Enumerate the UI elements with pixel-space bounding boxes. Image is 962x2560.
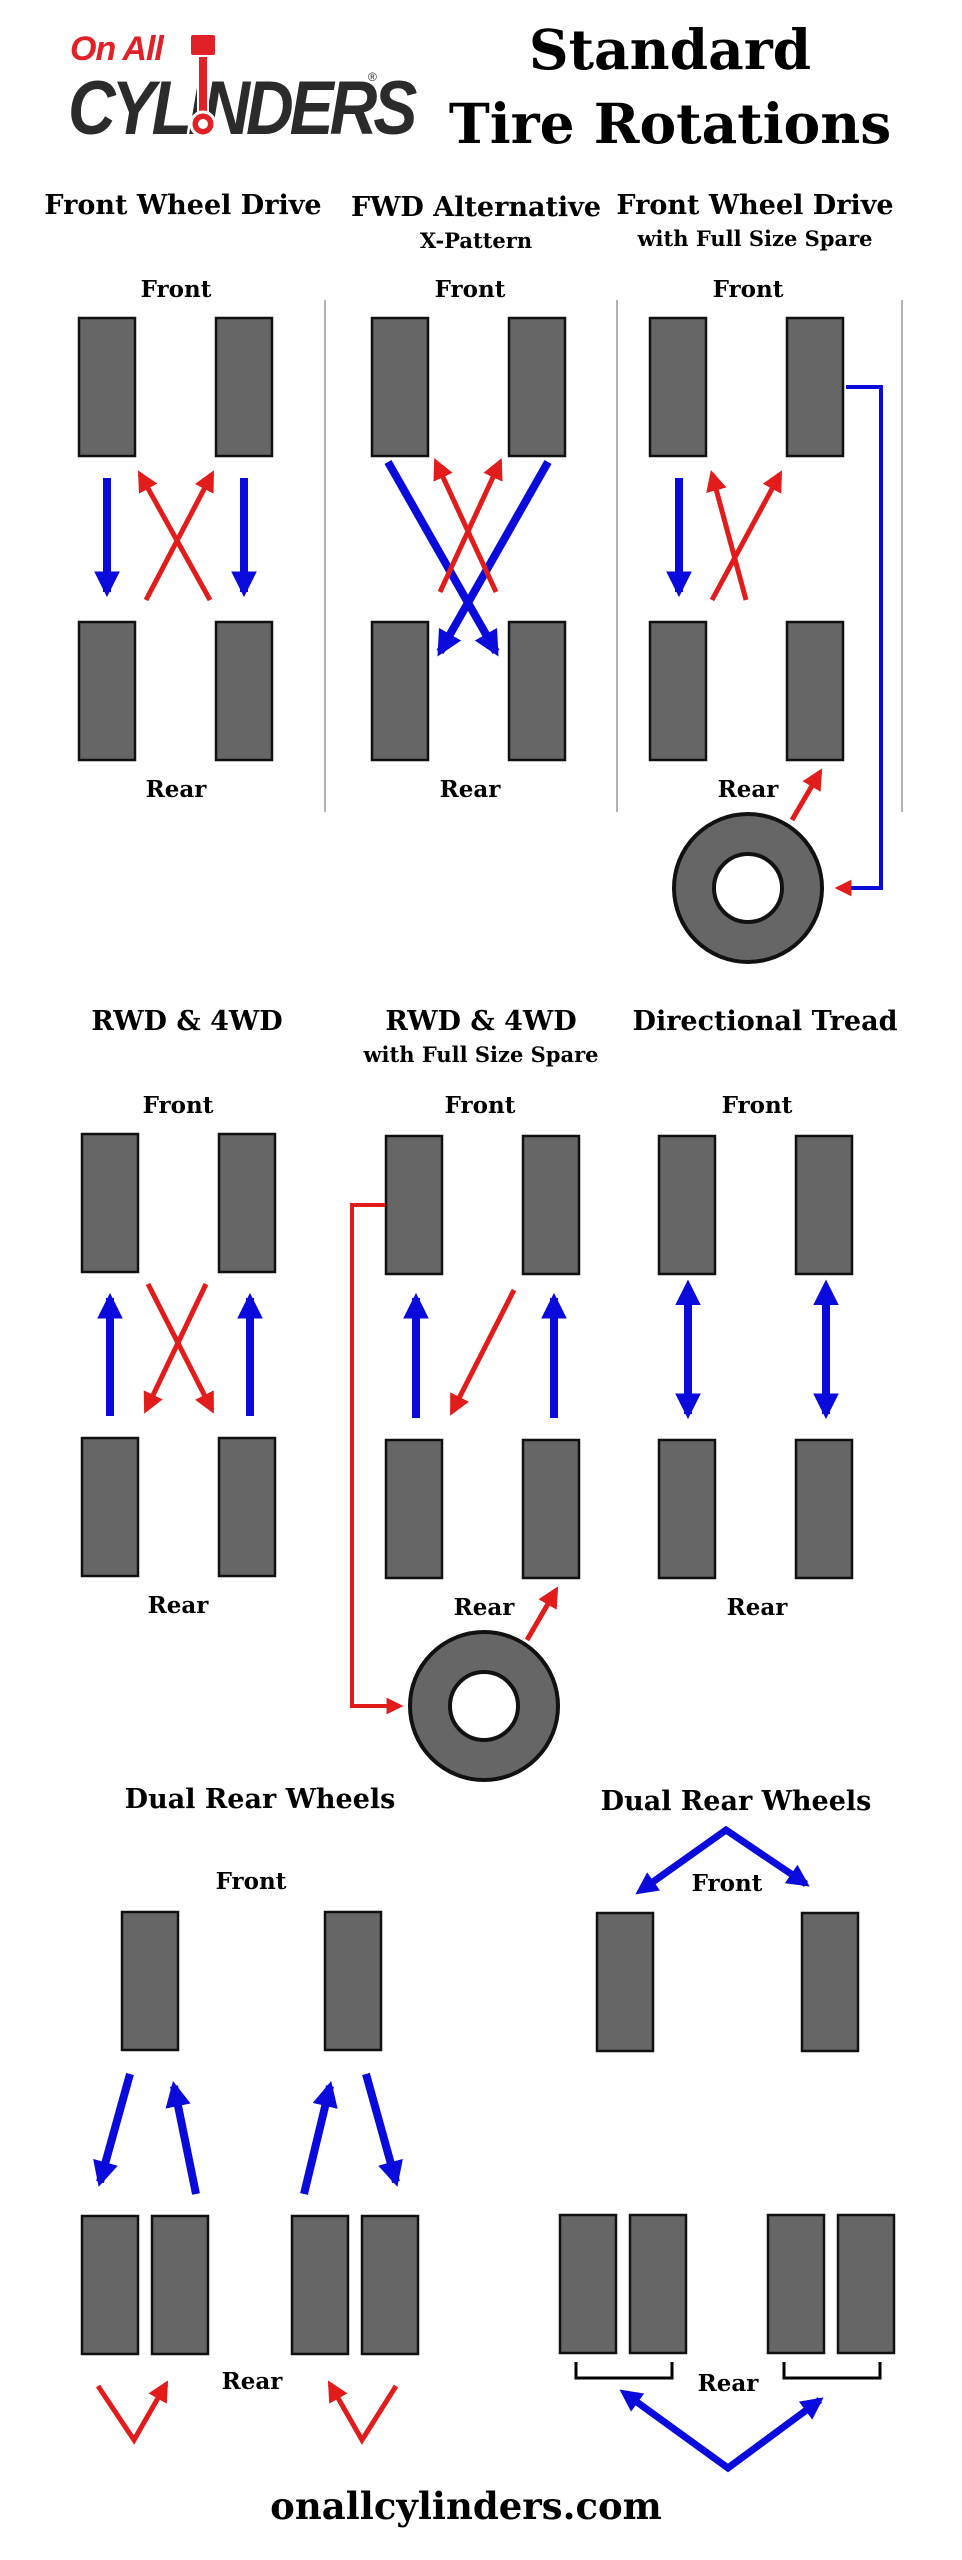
dual2-tire-rear-left-inner [628, 2213, 688, 2355]
piston-icon [189, 33, 217, 138]
dual1-tire-front-right [323, 1910, 383, 2052]
dir-tire-rear-left [657, 1438, 717, 1580]
spare-tire-icon-hub [448, 1670, 520, 1742]
fwd-tire-front-right [214, 316, 274, 458]
dual2-tire-rear-right-outer [836, 2213, 896, 2355]
fwd-spare-subtitle: with Full Size Spare [637, 226, 873, 251]
fwdalt-tire-rear-right [507, 620, 567, 762]
rwd-tire-front-left [80, 1132, 140, 1274]
dual2-bracket-right [782, 2362, 882, 2380]
rwd-tire-front-right [217, 1132, 277, 1274]
rwd-spare-front-label: Front [444, 1092, 516, 1119]
fwd-alt-title: FWD Alternative [350, 192, 602, 223]
fwd-arrow-rl-to-fr [143, 470, 215, 602]
fwd-front-label: Front [140, 276, 212, 303]
dual2-tire-rear-left-outer [558, 2213, 618, 2355]
dir-tire-front-left [657, 1134, 717, 1276]
fwd-tire-rear-left [77, 620, 137, 762]
dual1-arrow-rear-right [327, 2380, 399, 2445]
fwdspare-arrow-spare-to-rr [789, 768, 823, 822]
dual1-arrow-up-to-fl [165, 2080, 200, 2195]
logo-registered-mark: ® [368, 70, 377, 84]
fwd-alt-rear-label: Rear [439, 776, 501, 803]
dual1-arrow-rear-left [95, 2380, 169, 2445]
fwdalt-arrow-rl-to-fr [437, 458, 503, 594]
directional-front-label: Front [721, 1092, 793, 1119]
fwd-spare-title: Front Wheel Drive [616, 190, 894, 221]
fwdalt-tire-front-right [507, 316, 567, 458]
logo-main-text: CYLINDERS [68, 65, 417, 151]
dir-tire-front-right [794, 1134, 854, 1276]
rwdspare-tire-front-left [384, 1134, 444, 1276]
directional-title: Directional Tread [632, 1006, 898, 1037]
fwd-alt-subtitle: X-Pattern [419, 228, 533, 253]
fwd-title: Front Wheel Drive [44, 190, 322, 221]
dir-tire-rear-right [794, 1438, 854, 1580]
dual1-title: Dual Rear Wheels [124, 1784, 396, 1815]
directional-rear-label: Rear [726, 1594, 788, 1621]
rwd-spare-subtitle: with Full Size Spare [363, 1042, 599, 1067]
title-line-2: Tire Rotations [448, 91, 892, 156]
rwd-spare-title: RWD & 4WD [385, 1006, 577, 1037]
dual2-bracket-left [574, 2362, 674, 2380]
fwdspare-arrow-rr-to-fl [706, 469, 749, 601]
fwdspare-tire-rear-right [785, 620, 845, 762]
dual1-tire-rear-right-outer [360, 2214, 420, 2356]
dual2-tire-front-right [800, 1911, 860, 2053]
dual1-tire-rear-left-outer [80, 2214, 140, 2356]
rwd-spare-rear-label: Rear [453, 1594, 515, 1621]
dual1-tire-rear-right-inner [290, 2214, 350, 2356]
fwdspare-arrow-fr-to-spare [834, 385, 883, 897]
dual2-arrow-rear-swap [619, 2389, 824, 2473]
rwdspare-arrow-fr-to-rl [449, 1288, 517, 1416]
rwd-title: RWD & 4WD [91, 1006, 283, 1037]
fwdspare-tire-front-left [648, 316, 708, 458]
fwdalt-tire-rear-left [370, 620, 430, 762]
rwd-tire-rear-right [217, 1436, 277, 1578]
fwdspare-tire-rear-left [648, 620, 708, 762]
fwdalt-arrow-rr-to-fl [433, 458, 499, 594]
dual2-tire-front-left [595, 1911, 655, 2053]
dual1-arrow-fl-down [93, 2072, 134, 2187]
fwdalt-tire-front-left [370, 316, 430, 458]
logo-top-text: On All [70, 30, 164, 68]
rwd-tire-rear-left [80, 1436, 140, 1578]
fwd-arrow-rr-to-fl [137, 470, 213, 602]
dual1-arrow-fr-down [362, 2072, 403, 2187]
rwd-arrow-fl-to-rr [145, 1282, 215, 1414]
rwdspare-arrow-spare-to-rr [524, 1586, 559, 1642]
dual2-bracket-left-hidden [575, 2362, 673, 2379]
rwdspare-arrow-fl-to-spare [350, 1203, 404, 1715]
rwd-arrow-fr-to-rl [143, 1282, 209, 1414]
fwd-spare-rear-label: Rear [717, 776, 779, 803]
dual2-title: Dual Rear Wheels [600, 1786, 872, 1817]
fwdspare-tire-front-right [785, 316, 845, 458]
dual1-rear-label: Rear [221, 2368, 283, 2395]
dual1-front-label: Front [215, 1868, 287, 1895]
rwd-front-label: Front [142, 1092, 214, 1119]
fwdalt-arrow-fl-to-rr [384, 460, 500, 657]
footer-url: onallcylinders.com [270, 2484, 662, 2528]
fwd-tire-rear-right [214, 620, 274, 762]
logo: On All CYLINDERS ® [68, 30, 417, 160]
rwdspare-tire-rear-right [521, 1438, 581, 1580]
fwd-spare-front-label: Front [712, 276, 784, 303]
fwdalt-arrow-fr-to-rl [436, 460, 552, 657]
spare-tire-icon-hub [712, 852, 784, 924]
fwd-tire-front-left [77, 316, 137, 458]
fwdspare-arrow-rl-to-fr [709, 470, 783, 602]
rwd-rear-label: Rear [147, 1592, 209, 1619]
rwdspare-tire-front-right [521, 1134, 581, 1276]
rwdspare-tire-rear-left [384, 1438, 444, 1580]
title-line-1: Standard [528, 17, 812, 82]
dual1-tire-front-left [120, 1910, 180, 2052]
dual2-tire-rear-right-inner [766, 2213, 826, 2355]
dual2-arrow-front-swap [635, 1825, 810, 1895]
dual1-arrow-up-to-fr [300, 2081, 338, 2195]
fwd-rear-label: Rear [145, 776, 207, 803]
fwd-alt-front-label: Front [434, 276, 506, 303]
dual1-tire-rear-left-inner [150, 2214, 210, 2356]
